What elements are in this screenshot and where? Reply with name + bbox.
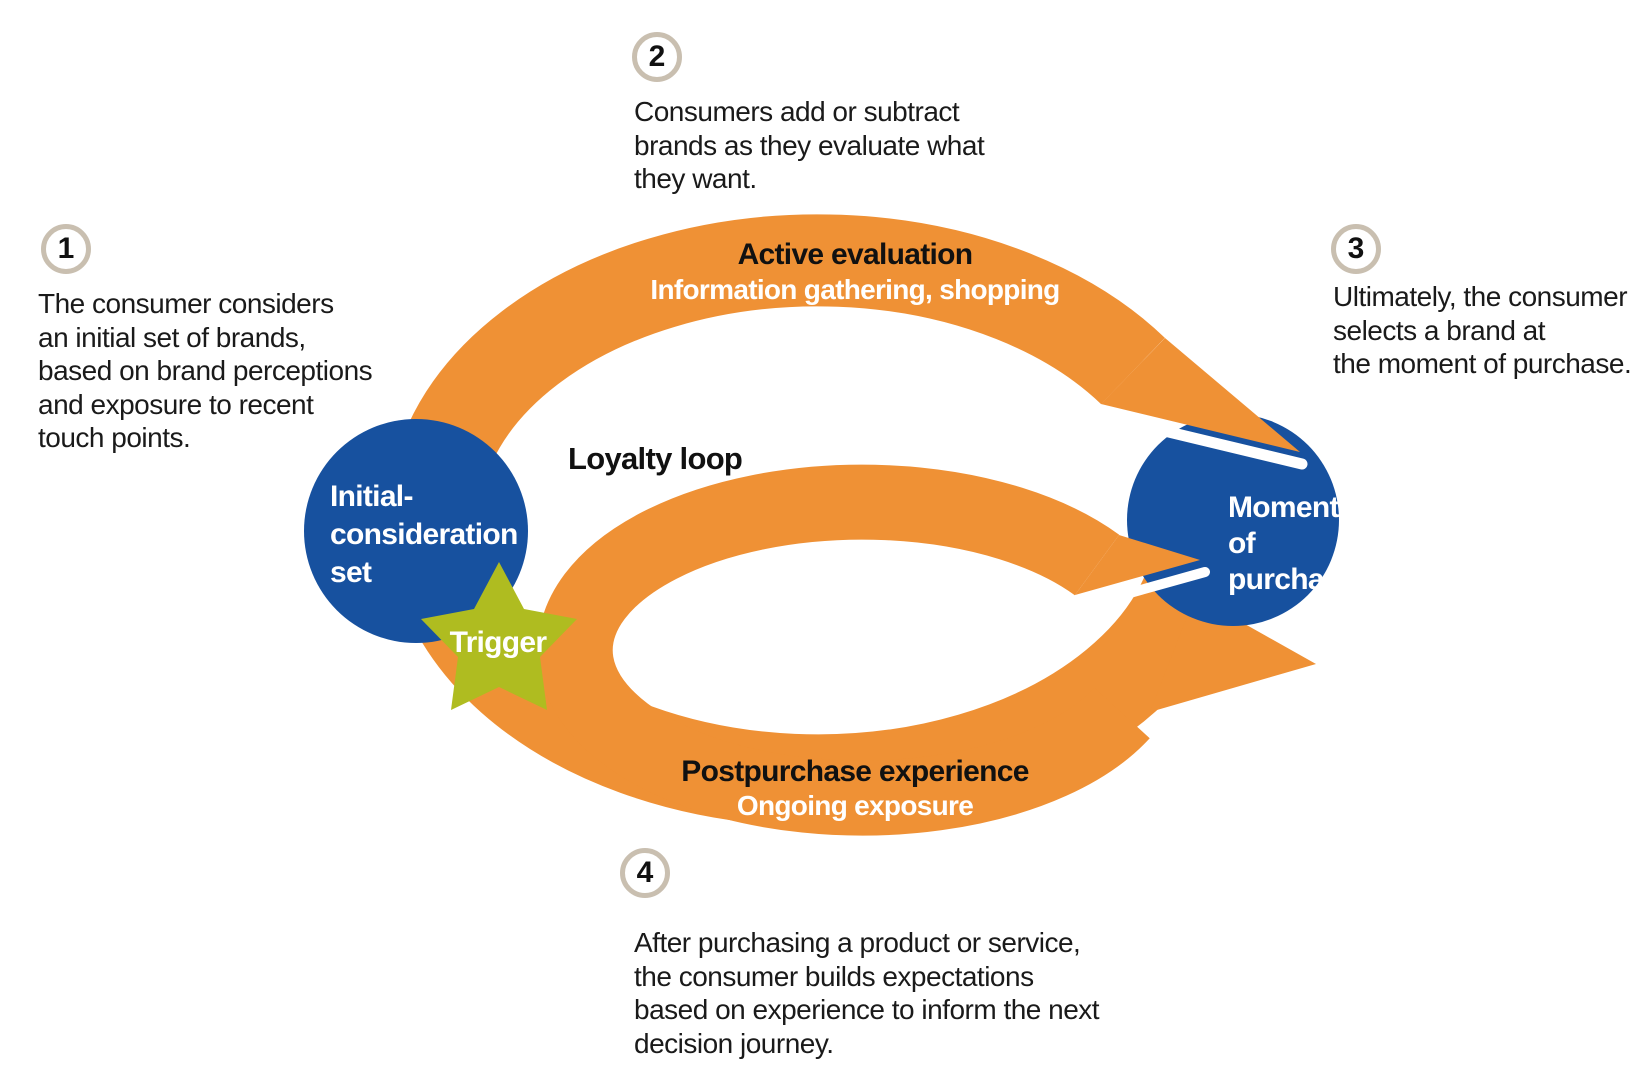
loyalty-loop-ring (537, 464, 1150, 836)
initial-consideration-circle (304, 419, 528, 643)
step-4-description: After purchasing a product or service, t… (634, 927, 1100, 1059)
step-4-number: 4 (636, 856, 654, 889)
postpurchase-title: Postpurchase experience (681, 755, 1029, 788)
initial-consideration-label: Initial- consideration set (330, 480, 518, 589)
step-2-badge: 2 (632, 32, 682, 82)
loyalty-loop-arrow-tip (1075, 535, 1200, 595)
active-evaluation-title: Active evaluation (737, 238, 974, 271)
moment-of-purchase-label: Moment of purchase (1228, 491, 1356, 596)
trigger-star (421, 562, 577, 710)
moment-of-purchase-circle (1127, 414, 1339, 626)
step-2-description: Consumers add or subtract brands as they… (634, 96, 985, 194)
step-3-description: Ultimately, the consumer selects a brand… (1333, 281, 1632, 379)
active-evaluation-arrow-tip (1101, 338, 1300, 452)
step-3-badge: 3 (1331, 224, 1381, 274)
step-1-badge: 1 (41, 224, 91, 274)
step-2-number: 2 (648, 40, 666, 73)
step-1-number: 1 (57, 232, 75, 265)
step-4-badge: 4 (620, 848, 670, 898)
postpurchase-band-start-tip (1150, 596, 1316, 712)
active-evaluation-subtitle: Information gathering, shopping (650, 274, 1060, 305)
step-1-description: The consumer considers an initial set of… (38, 288, 373, 453)
trigger-label: Trigger (449, 626, 547, 659)
step-3-number: 3 (1347, 232, 1365, 265)
active-evaluation-arrow-seam (1096, 410, 1308, 470)
loyalty-loop-arrow-seam (1075, 567, 1210, 612)
postpurchase-subtitle: Ongoing exposure (736, 790, 974, 821)
loyalty-loop-label: Loyalty loop (568, 441, 743, 476)
